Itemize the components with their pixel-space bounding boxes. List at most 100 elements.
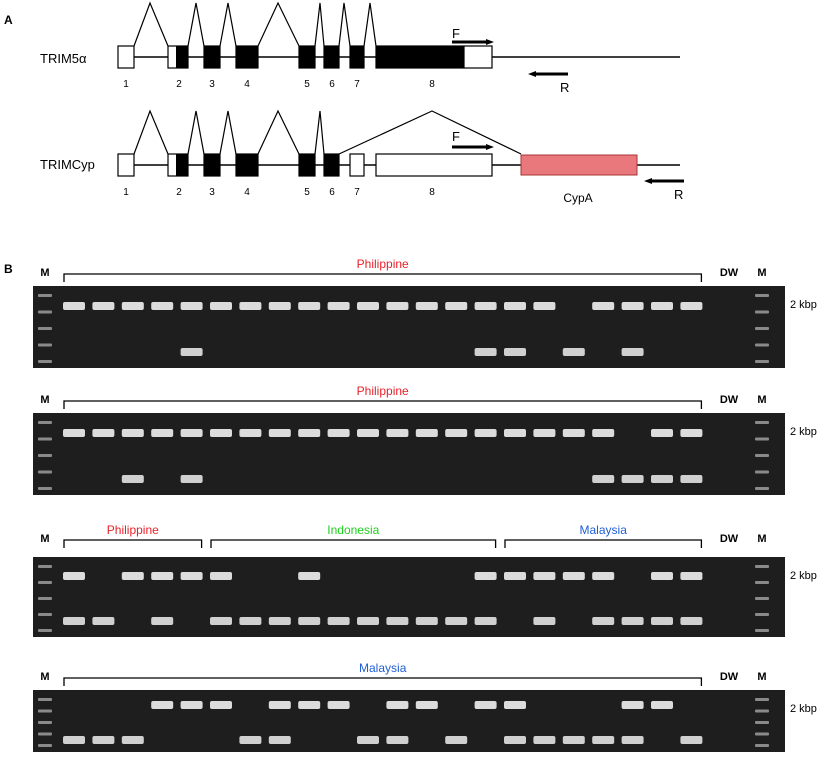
- exon-number-6: 6: [329, 187, 335, 198]
- exon-5: [298, 45, 316, 69]
- band-upper: [327, 429, 350, 437]
- band-lower: [92, 736, 115, 744]
- band-lower: [121, 736, 144, 744]
- size-label-2kbp: 2 kbp: [790, 299, 817, 311]
- band-upper: [92, 429, 115, 437]
- band-upper: [445, 302, 468, 310]
- gel-background: [33, 690, 785, 752]
- band-lower: [357, 736, 379, 744]
- marker-band: [755, 613, 769, 616]
- band-lower: [239, 617, 262, 625]
- band-lower: [533, 736, 556, 744]
- band-upper: [415, 701, 438, 709]
- band-upper: [327, 701, 350, 709]
- band-upper: [621, 302, 644, 310]
- band-upper: [239, 429, 262, 437]
- band-upper: [298, 572, 321, 580]
- marker-band: [755, 581, 769, 584]
- band-upper: [92, 302, 115, 310]
- panel-a-label: A: [4, 13, 13, 27]
- splice-6: [338, 2, 351, 47]
- band-upper: [504, 572, 526, 580]
- marker-band: [755, 721, 769, 724]
- splice-1: [133, 109, 169, 155]
- band-upper: [151, 429, 174, 437]
- band-lower: [327, 617, 350, 625]
- band-upper: [121, 302, 144, 310]
- group-label-malaysia: Malaysia: [359, 661, 407, 675]
- band-lower: [504, 348, 526, 356]
- band-upper: [651, 701, 673, 709]
- exon-3: [203, 45, 221, 69]
- marker-band: [38, 343, 52, 347]
- band-lower: [621, 617, 644, 625]
- marker-band: [755, 360, 769, 363]
- band-upper: [210, 572, 232, 580]
- band-lower: [210, 617, 232, 625]
- marker-band: [755, 470, 769, 474]
- band-upper: [533, 302, 556, 310]
- band-upper: [415, 302, 438, 310]
- marker-band: [755, 437, 769, 441]
- band-upper: [298, 701, 321, 709]
- band-upper: [680, 572, 703, 580]
- splice-4: [257, 1, 300, 47]
- exon-number-8: 8: [429, 79, 435, 90]
- group-bracket-1: [63, 539, 203, 548]
- band-upper: [121, 429, 144, 437]
- splice-5: [314, 110, 325, 155]
- marker-band: [38, 581, 52, 584]
- splice-2: [187, 2, 205, 47]
- band-upper: [268, 701, 291, 709]
- band-lower: [651, 617, 673, 625]
- band-lower: [474, 348, 497, 356]
- marker-band: [38, 613, 52, 616]
- band-upper: [533, 572, 556, 580]
- marker-label-right: M: [757, 267, 766, 279]
- band-upper: [386, 429, 409, 437]
- marker-band: [38, 565, 52, 568]
- exon-number-1: 1: [123, 79, 129, 90]
- exon-7: [349, 45, 365, 69]
- size-label-2kbp: 2 kbp: [790, 570, 817, 582]
- band-upper: [210, 302, 232, 310]
- exon-number-4: 4: [244, 79, 250, 90]
- band-lower: [445, 617, 468, 625]
- band-lower: [151, 617, 174, 625]
- band-lower: [357, 617, 379, 625]
- marker-band: [755, 310, 769, 314]
- band-lower: [621, 348, 644, 356]
- splice-3: [219, 2, 237, 47]
- splice-5: [314, 2, 325, 47]
- band-upper: [298, 302, 321, 310]
- trimcyp-label: TRIMCyp: [40, 157, 95, 172]
- band-lower: [239, 736, 262, 744]
- exon-7: [349, 153, 365, 177]
- marker-band: [38, 310, 52, 314]
- exon-number-7: 7: [354, 79, 360, 90]
- splice-4: [257, 109, 300, 155]
- exon-number-3: 3: [209, 187, 215, 198]
- band-lower: [268, 736, 291, 744]
- marker-band: [38, 327, 52, 330]
- group-label-malaysia: Malaysia: [580, 523, 628, 537]
- group-bracket-2: [210, 539, 497, 548]
- band-upper: [357, 429, 379, 437]
- band-upper: [151, 701, 174, 709]
- splice-7: [363, 2, 377, 47]
- marker-band: [755, 421, 769, 424]
- band-upper: [239, 302, 262, 310]
- band-lower: [680, 475, 703, 483]
- gel-background: [33, 557, 785, 637]
- band-upper: [63, 572, 85, 580]
- primer-r-arrow-head: [528, 71, 536, 77]
- band-upper: [151, 572, 174, 580]
- splice-2: [187, 110, 205, 155]
- band-upper: [474, 572, 497, 580]
- marker-band: [38, 732, 52, 736]
- band-lower: [504, 736, 526, 744]
- exon-8-coding: [375, 45, 465, 69]
